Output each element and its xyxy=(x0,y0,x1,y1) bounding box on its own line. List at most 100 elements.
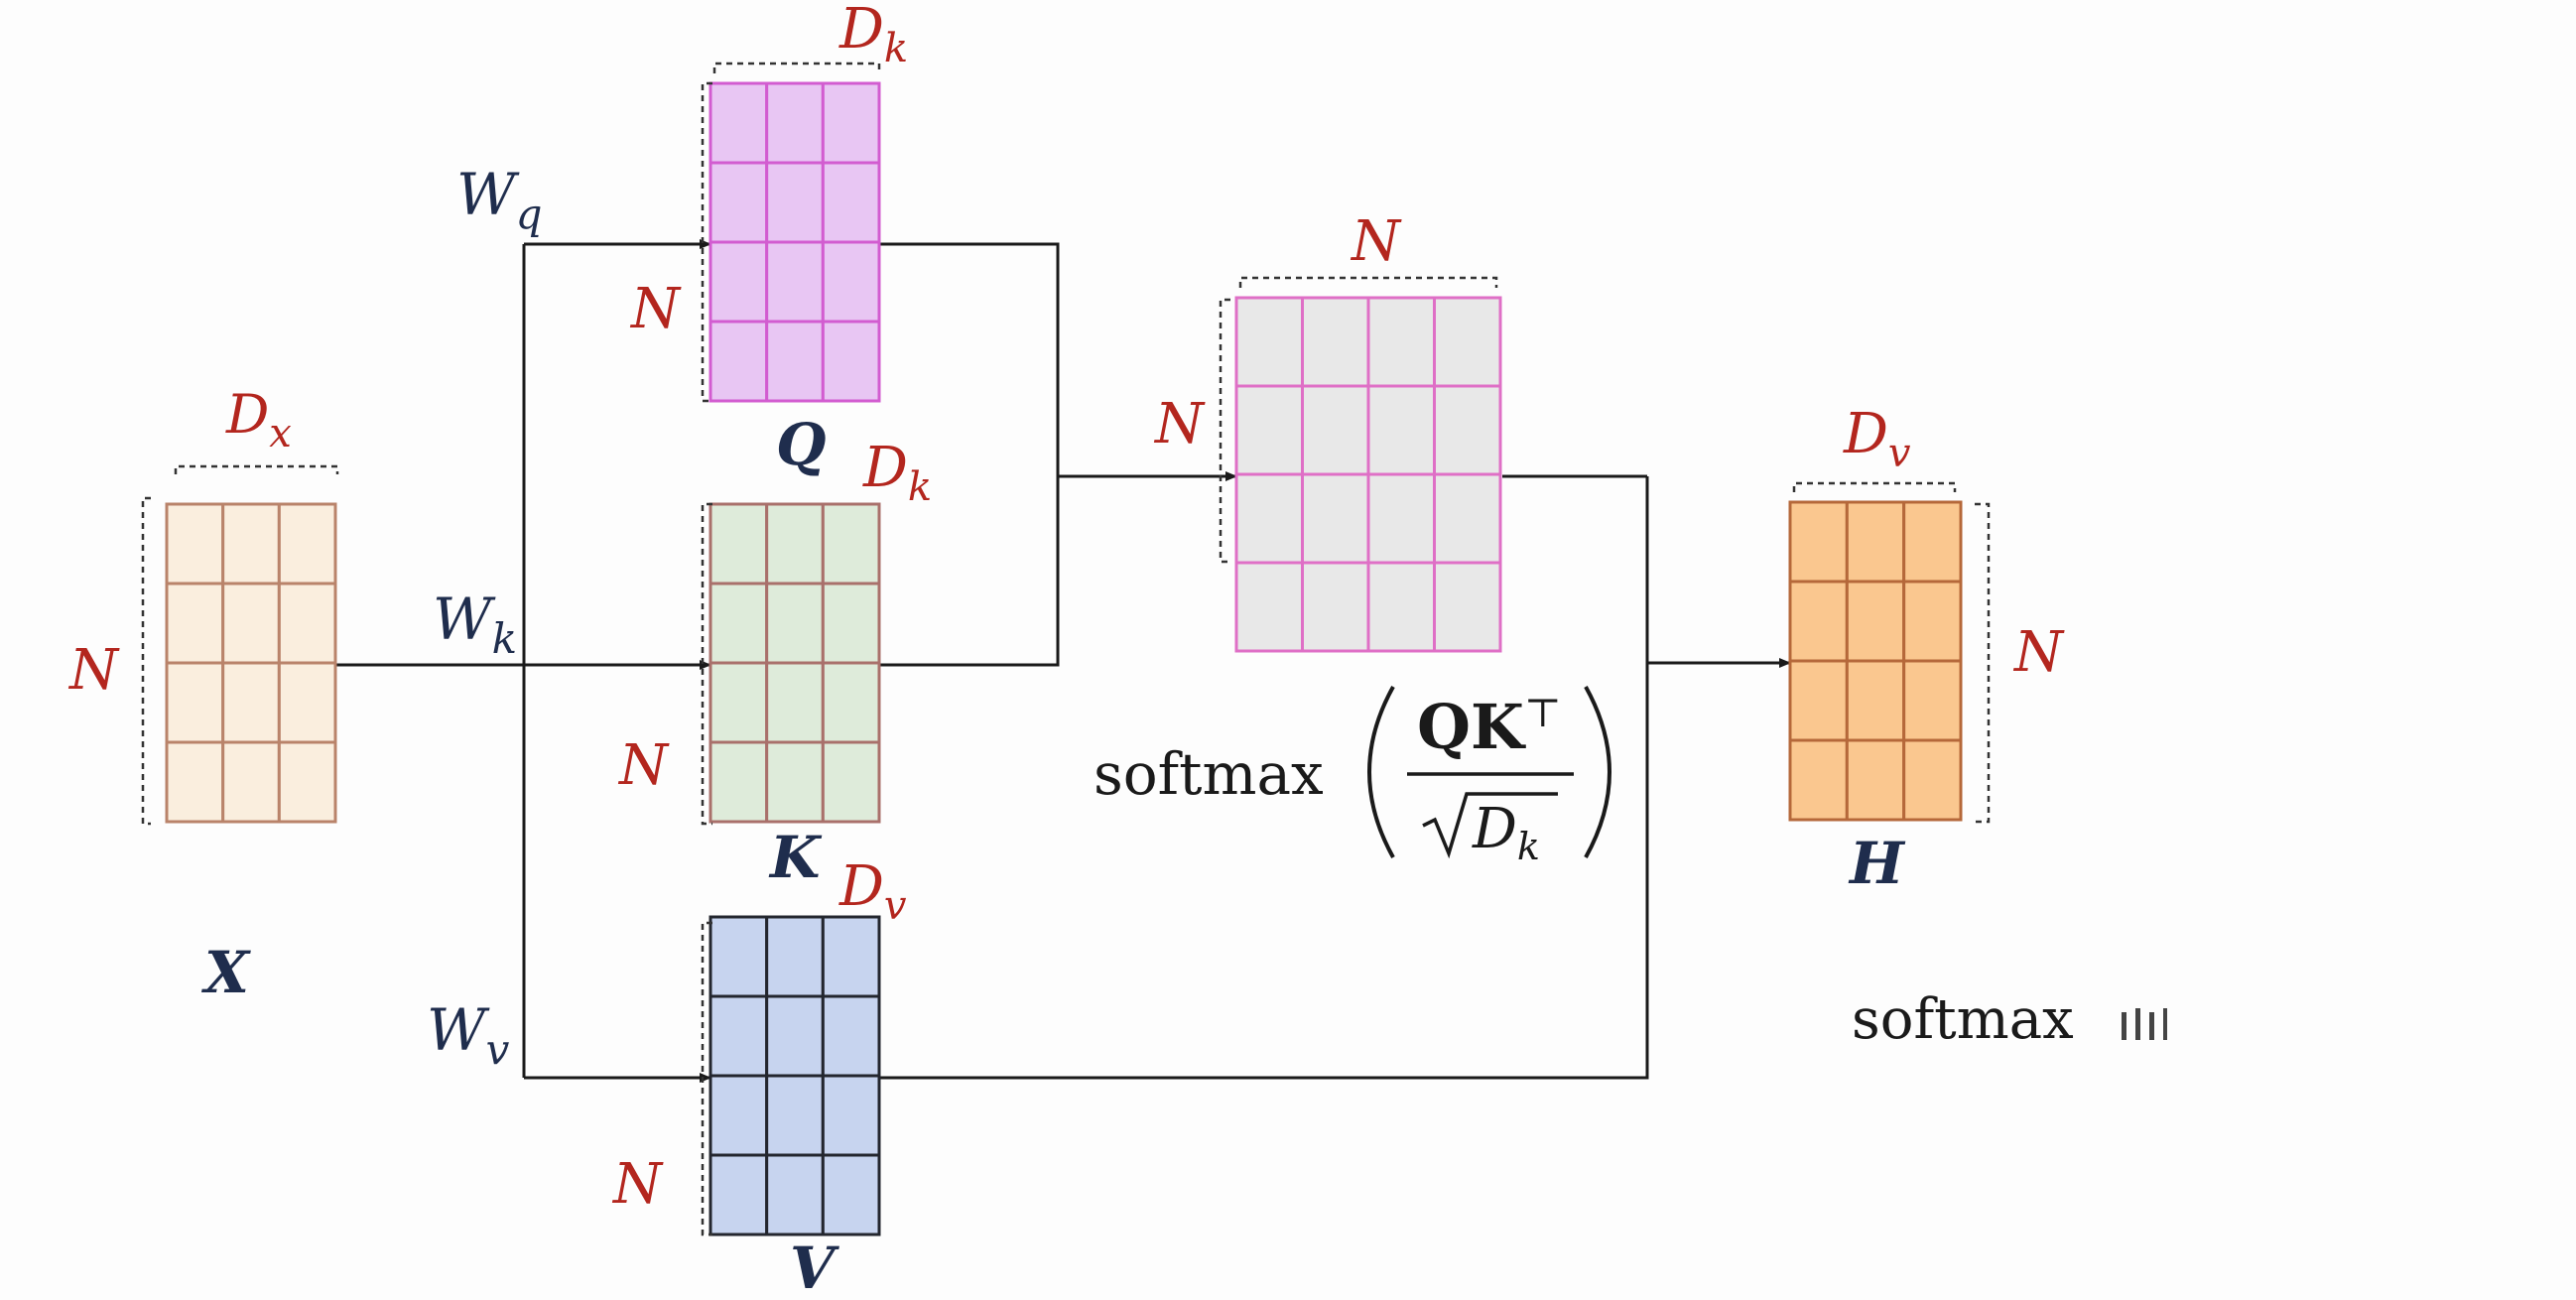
footer-artifact-mark xyxy=(2122,1008,2167,1040)
matrix-v xyxy=(708,915,881,1236)
matrix-x-cell xyxy=(277,740,337,824)
k-name-label: K xyxy=(768,824,823,891)
matrix-k xyxy=(708,502,881,824)
matrix-h xyxy=(1788,500,1963,822)
q-cols-label: Dk xyxy=(838,0,908,71)
x-cols-label: Dx xyxy=(225,383,292,456)
matrix-scores-cell xyxy=(1366,384,1436,476)
q-top-bracket xyxy=(712,62,881,73)
matrix-k-cell xyxy=(708,661,769,744)
matrix-scores-cell xyxy=(1301,472,1370,565)
matrix-x-cell xyxy=(221,582,281,665)
v-left-bracket xyxy=(701,921,712,1236)
matrix-q-cell xyxy=(765,161,825,244)
attention-formula: softmax QK⊤ Dk xyxy=(1094,686,1611,868)
matrix-v-cell xyxy=(765,1153,825,1236)
matrix-q-cell xyxy=(765,81,825,165)
matrix-k-cell xyxy=(821,502,881,585)
matrix-scores-cell xyxy=(1433,472,1502,565)
matrix-scores-cell xyxy=(1234,384,1304,476)
matrix-k-cell xyxy=(765,502,825,585)
matrix-h-cell xyxy=(1902,738,1963,822)
formula-func: softmax xyxy=(1094,740,1324,808)
formula-numerator: QK⊤ xyxy=(1417,691,1562,763)
scores-rows-label: N xyxy=(1153,392,1206,456)
matrix-scores-cell xyxy=(1234,472,1304,565)
matrix-h-cell xyxy=(1845,738,1906,822)
scores-left-bracket xyxy=(1219,298,1230,564)
h-cols-label: Dv xyxy=(1843,402,1911,476)
matrix-scores-cell xyxy=(1234,296,1304,388)
matrix-v-cell xyxy=(765,915,825,998)
matrix-x-cell xyxy=(277,502,337,585)
matrix-x-cell xyxy=(165,740,225,824)
matrix-x xyxy=(165,502,337,824)
matrix-q-cell xyxy=(821,81,881,165)
wk-label: Wk xyxy=(433,585,517,663)
matrix-scores-cell xyxy=(1366,561,1436,653)
formula-right-paren xyxy=(1584,686,1611,858)
matrix-v-cell xyxy=(708,915,769,998)
h-right-bracket xyxy=(1975,502,1991,824)
formula-denominator: Dk xyxy=(1472,797,1540,868)
matrix-q-cell xyxy=(821,320,881,403)
matrix-q-cell xyxy=(708,240,769,324)
matrix-k-cell xyxy=(765,740,825,824)
wq-label: Wq xyxy=(456,161,543,238)
h-rows-label: N xyxy=(2012,620,2065,685)
q-out-line xyxy=(880,242,1060,667)
matrix-q-cell xyxy=(708,320,769,403)
dimension-brackets xyxy=(141,62,1991,1236)
q-left-bracket xyxy=(701,81,712,403)
matrix-v-cell xyxy=(821,915,881,998)
matrix-k-cell xyxy=(821,661,881,744)
matrix-q xyxy=(708,81,881,403)
matrix-x-cell xyxy=(277,582,337,665)
matrix-scores-cell xyxy=(1234,561,1304,653)
matrix-scores-cell xyxy=(1433,384,1502,476)
matrix-q-cell xyxy=(765,320,825,403)
matrix-scores-cell xyxy=(1366,296,1436,388)
matrix-h-cell xyxy=(1788,500,1849,584)
matrix-q-cell xyxy=(765,240,825,324)
matrix-scores-cell xyxy=(1301,296,1370,388)
connectors xyxy=(335,239,1791,1083)
scores-top-bracket xyxy=(1238,276,1498,288)
matrix-scores-cell xyxy=(1366,472,1436,565)
matrix-k-cell xyxy=(821,740,881,824)
matrix-q-cell xyxy=(708,161,769,244)
matrix-k-cell xyxy=(708,740,769,824)
q-name-label: Q xyxy=(776,411,827,478)
formula-sqrt-sign xyxy=(1422,792,1558,859)
matrix-scores-cell xyxy=(1433,561,1502,653)
matrix-v-cell xyxy=(821,1074,881,1157)
matrix-h-cell xyxy=(1845,659,1906,742)
matrix-x-cell xyxy=(277,661,337,744)
matrix-k-cell xyxy=(765,661,825,744)
matrix-h-cell xyxy=(1845,580,1906,663)
footer-softmax-text: softmax xyxy=(1852,987,2074,1052)
matrix-h-cell xyxy=(1902,500,1963,584)
matrix-q-cell xyxy=(708,81,769,165)
matrix-q-cell xyxy=(821,240,881,324)
matrix-v-cell xyxy=(821,994,881,1078)
matrix-k-cell xyxy=(821,582,881,665)
matrix-h-cell xyxy=(1788,580,1849,663)
v-rows-label: N xyxy=(611,1152,664,1217)
matrix-x-cell xyxy=(221,740,281,824)
scores-cols-label: N xyxy=(1350,209,1402,274)
q-rows-label: N xyxy=(629,277,682,341)
x-left-bracket xyxy=(141,496,151,826)
matrix-scores-cell xyxy=(1433,296,1502,388)
v-cols-label: Dv xyxy=(838,854,907,929)
x-top-bracket xyxy=(174,464,339,474)
k-cols-label: Dk xyxy=(862,436,932,510)
matrix-h-cell xyxy=(1788,659,1849,742)
x-name-label: X xyxy=(200,939,251,1006)
matrix-h-cell xyxy=(1902,659,1963,742)
wv-label: Wv xyxy=(427,996,510,1074)
matrix-v-cell xyxy=(765,1074,825,1157)
matrix-k-cell xyxy=(765,582,825,665)
matrix-x-cell xyxy=(221,661,281,744)
